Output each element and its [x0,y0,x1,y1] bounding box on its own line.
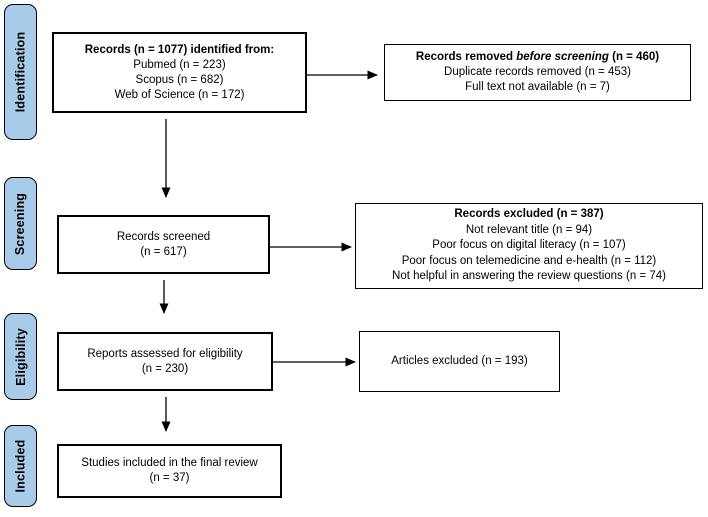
box-text-line: Not relevant title (n = 94) [465,223,593,236]
box-text-line: Full text not available (n = 7) [465,81,610,93]
box-records-identified: Records (n = 1077) identified from: Pubm… [52,32,307,113]
box-lines: Articles excluded (n = 193) [391,354,527,369]
box-text-line: Poor focus on telemedicine and e-health … [401,254,657,267]
box-text-line: Pubmed (n = 223) [133,58,226,71]
title-prefix: Records removed [415,51,517,63]
box-text-line: Web of Science (n = 172) [114,88,245,101]
box-text-line: Reports assessed for eligibility [87,347,243,360]
stage-label-text: Included [13,439,28,493]
stage-label-text: Screening [13,192,28,255]
box-articles-excluded: Articles excluded (n = 193) [359,331,560,392]
box-text-line: Poor focus on digital literacy (n = 107) [432,239,626,252]
box-lines: Records screened (n = 617) [117,230,210,260]
box-lines: Pubmed (n = 223) Scopus (n = 682) Web of S… [115,58,245,103]
box-text-line: (n = 230) [141,362,189,375]
box-title: Records removed before screening (n = 46… [416,50,659,65]
box-text-line: (n = 37) [149,472,190,484]
box-text-line: Scopus (n = 682) [135,73,224,86]
box-title: Records excluded (n = 387) [454,208,604,221]
box-studies-included: Studies included in the final review (n =… [57,444,282,498]
box-records-removed: Records removed before screening (n = 46… [384,44,691,101]
box-lines: Not relevant title (n = 94) Poor focus on… [392,223,666,285]
box-lines: Duplicate records removed (n = 453) Full … [444,65,631,95]
stage-label-included: Included [4,425,37,507]
box-title: Records (n = 1077) identified from: [84,43,275,56]
box-text-line: Studies included in the final review [81,457,258,469]
box-lines: Reports assessed for eligibility (n = 230… [87,347,242,377]
stage-label-text: Eligibility [13,327,28,386]
stage-label-eligibility: Eligibility [4,313,37,400]
stage-label-identification: Identification [4,4,37,140]
box-lines: Studies included in the final review (n =… [81,456,257,486]
box-text-line: (n = 617) [140,245,187,258]
box-records-excluded: Records excluded (n = 387) Not relevant … [355,203,703,289]
box-text-line: Articles excluded (n = 193) [391,355,528,367]
box-text-line: Duplicate records removed (n = 453) [444,66,631,78]
stage-label-screening: Screening [4,177,37,270]
box-reports-assessed: Reports assessed for eligibility (n = 230… [57,332,273,391]
box-text-line: Not helpful in answering the review ques… [392,270,666,283]
title-suffix: (n = 460) [608,51,660,63]
box-text-line: Records screened [116,230,211,243]
stage-label-text: Identification [13,31,28,113]
title-italic: before screening [516,51,609,63]
box-records-screened: Records screened (n = 617) [57,215,270,274]
